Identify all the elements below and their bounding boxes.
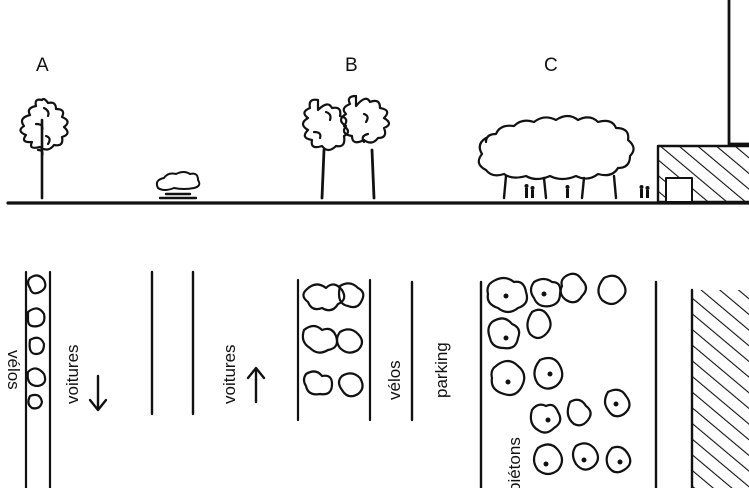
- section-label-a: A: [36, 55, 49, 76]
- tree-a: [19, 97, 69, 200]
- plan-plaza-dots: [503, 291, 623, 467]
- plan-tree-strip-b: [296, 278, 372, 422]
- plan-building-hatch: [690, 288, 749, 488]
- plan-label-velos-left: vélos: [4, 350, 23, 390]
- street-furniture: [155, 171, 201, 200]
- arrow-down-icon: [88, 374, 108, 412]
- arrow-up-icon: [246, 366, 266, 404]
- section-label-c: C: [544, 55, 558, 76]
- plan-label-parking: parking: [432, 342, 451, 398]
- plan-label-pietons: piétons: [505, 437, 524, 488]
- people-c: [524, 184, 650, 198]
- building: [656, 0, 749, 204]
- plan-label-voitures-up: voitures: [220, 344, 239, 404]
- plan-label-velos-mid: vélos: [385, 360, 404, 400]
- canopy-c: [477, 114, 635, 200]
- trees-b: [301, 94, 391, 200]
- plan-label-voitures-down: voitures: [63, 344, 82, 404]
- plan-tree-strip-a: [24, 270, 52, 488]
- plan-plaza-trees: [486, 272, 632, 476]
- section-label-b: B: [345, 55, 358, 76]
